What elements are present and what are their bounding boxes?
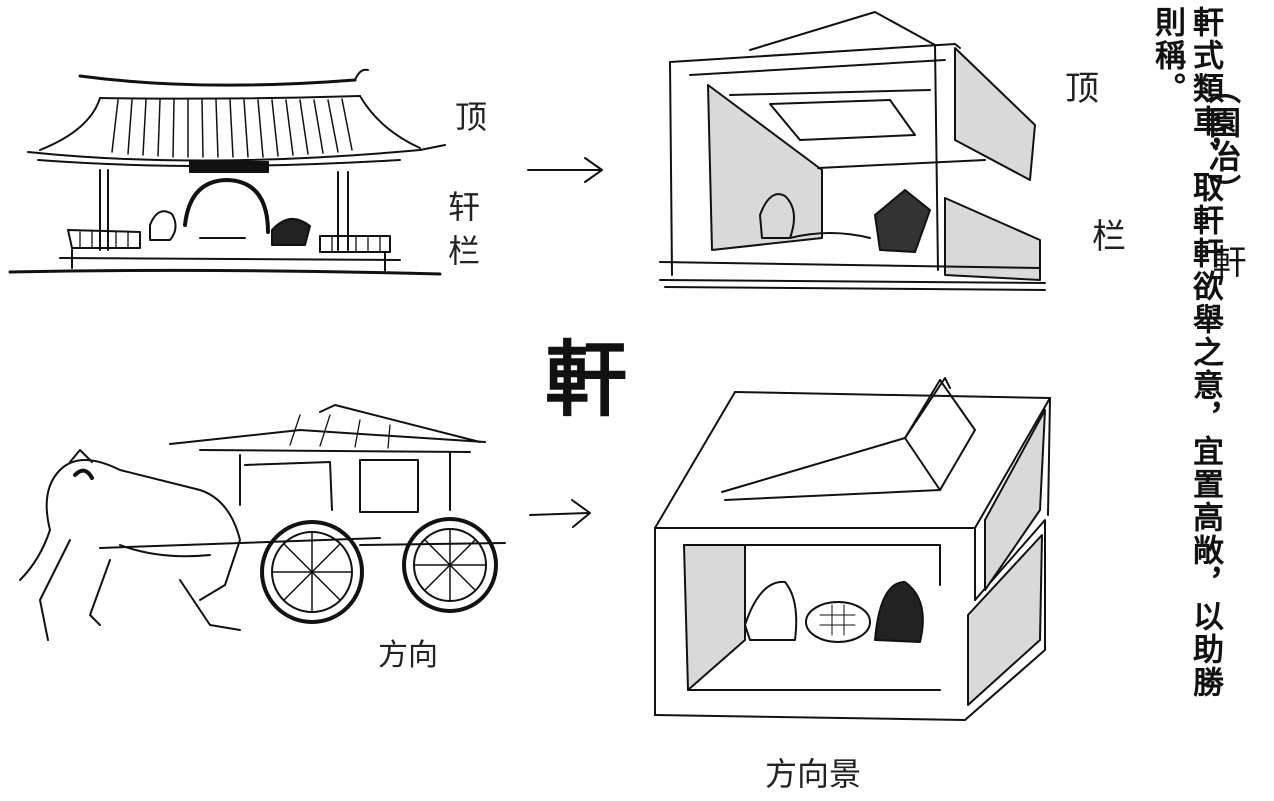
label-bottom-right-direction: 方向景 xyxy=(765,755,861,793)
label-top-right-roof: 顶 xyxy=(1065,69,1099,109)
right-arrow-icon xyxy=(529,499,591,528)
center-glyph: 軒 xyxy=(545,332,627,428)
label-top-right-railing: 栏 xyxy=(1092,217,1126,257)
quote-source: （園冶） xyxy=(1204,72,1242,208)
pavilion-box-sketch xyxy=(654,377,1051,721)
carriage-sketch xyxy=(19,404,506,641)
right-arrow-icon xyxy=(527,157,603,183)
label-bottom-left-direction: 方向 xyxy=(378,638,438,673)
room-perspective-sketch xyxy=(659,11,1046,291)
label-top-left-railing-1: 轩 xyxy=(448,188,480,226)
quote-term: 軒 xyxy=(1206,244,1246,280)
quote-text: 軒式類車，取軒軒欲舉之意，宜置高敞，以助勝則稱。 xyxy=(1149,6,1223,699)
label-top-left-roof: 顶 xyxy=(455,98,487,136)
label-top-left-railing-2: 栏 xyxy=(448,232,480,270)
pavilion-front-sketch xyxy=(8,68,446,276)
